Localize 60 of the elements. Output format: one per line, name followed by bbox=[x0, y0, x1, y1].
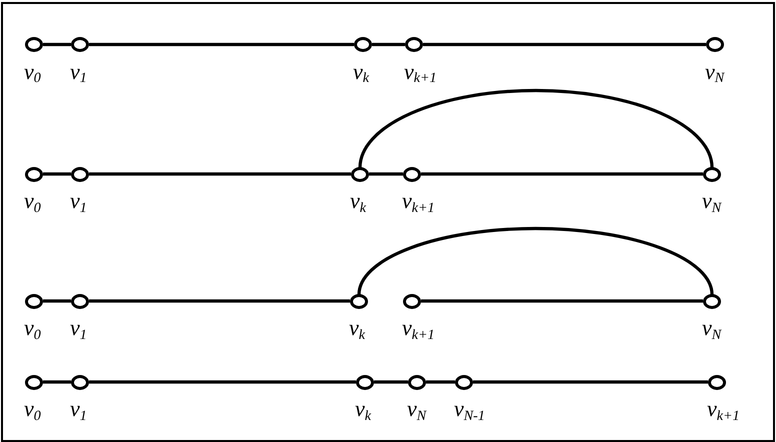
edge-line bbox=[89, 380, 356, 384]
edge-line bbox=[89, 42, 354, 46]
vertex-circle bbox=[71, 294, 89, 308]
vertex-label: v$_{0}$ bbox=[24, 317, 41, 339]
vertex-label: v$_{k}$ bbox=[349, 317, 366, 339]
vertex-label: v$_{N}$ bbox=[702, 190, 722, 212]
vertex-label: v$_{N}$ bbox=[407, 398, 426, 420]
vertex-circle bbox=[71, 37, 89, 52]
edge-line bbox=[89, 172, 351, 176]
arc-edge bbox=[358, 89, 714, 168]
vertex-circle bbox=[25, 294, 43, 308]
vertex-label: v$_{1}$ bbox=[70, 317, 87, 339]
edge-line bbox=[43, 299, 71, 303]
edge-line bbox=[421, 172, 703, 176]
vertex-circle bbox=[25, 374, 43, 390]
edge-line bbox=[369, 172, 403, 176]
edge-line bbox=[426, 380, 455, 384]
vertex-circle bbox=[403, 294, 421, 308]
vertex-label: v$_{k+1}$ bbox=[707, 398, 740, 420]
vertex-label: v$_{1}$ bbox=[70, 60, 87, 82]
vertex-label: v$_{k+1}$ bbox=[402, 190, 435, 212]
edge-line bbox=[43, 42, 71, 46]
edge-line bbox=[43, 172, 71, 176]
edge-line bbox=[473, 380, 708, 384]
vertex-circle bbox=[71, 166, 89, 182]
vertex-circle bbox=[25, 37, 43, 52]
vertex-label: v$_{N}$ bbox=[702, 317, 722, 339]
vertex-label: v$_{k}$ bbox=[353, 60, 370, 82]
vertex-circle bbox=[703, 294, 721, 308]
edge-line bbox=[421, 299, 703, 303]
vertex-circle bbox=[351, 166, 369, 182]
vertex-label: v$_{0}$ bbox=[24, 60, 41, 82]
vertex-circle bbox=[708, 374, 726, 390]
edge-line bbox=[89, 299, 350, 303]
vertex-circle bbox=[408, 374, 426, 390]
vertex-circle bbox=[455, 374, 473, 390]
vertex-label: v$_{k}$ bbox=[355, 398, 372, 420]
vertex-circle bbox=[71, 374, 89, 390]
edge-line bbox=[43, 380, 71, 384]
vertex-circle bbox=[703, 166, 721, 182]
vertex-circle bbox=[706, 37, 724, 52]
vertex-label: v$_{k}$ bbox=[350, 190, 366, 212]
vertex-circle bbox=[350, 294, 368, 308]
vertex-label: v$_{0}$ bbox=[24, 190, 41, 212]
vertex-circle bbox=[25, 166, 43, 182]
arc-edge bbox=[357, 227, 714, 295]
edge-line bbox=[423, 42, 706, 46]
vertex-label: v$_{N}$ bbox=[705, 60, 724, 82]
vertex-circle bbox=[405, 37, 423, 52]
vertex-label: v$_{0}$ bbox=[24, 398, 41, 420]
vertex-circle bbox=[403, 166, 421, 182]
vertex-label: v$_{1}$ bbox=[70, 398, 87, 420]
vertex-label: v$_{1}$ bbox=[70, 190, 87, 212]
vertex-label: v$_{N-1}$ bbox=[454, 398, 485, 420]
vertex-label: v$_{k+1}$ bbox=[404, 60, 437, 82]
vertex-circle bbox=[354, 37, 372, 52]
edge-line bbox=[374, 380, 408, 384]
edge-line bbox=[372, 42, 405, 46]
vertex-circle bbox=[356, 374, 374, 390]
vertex-label: v$_{k+1}$ bbox=[402, 317, 435, 339]
